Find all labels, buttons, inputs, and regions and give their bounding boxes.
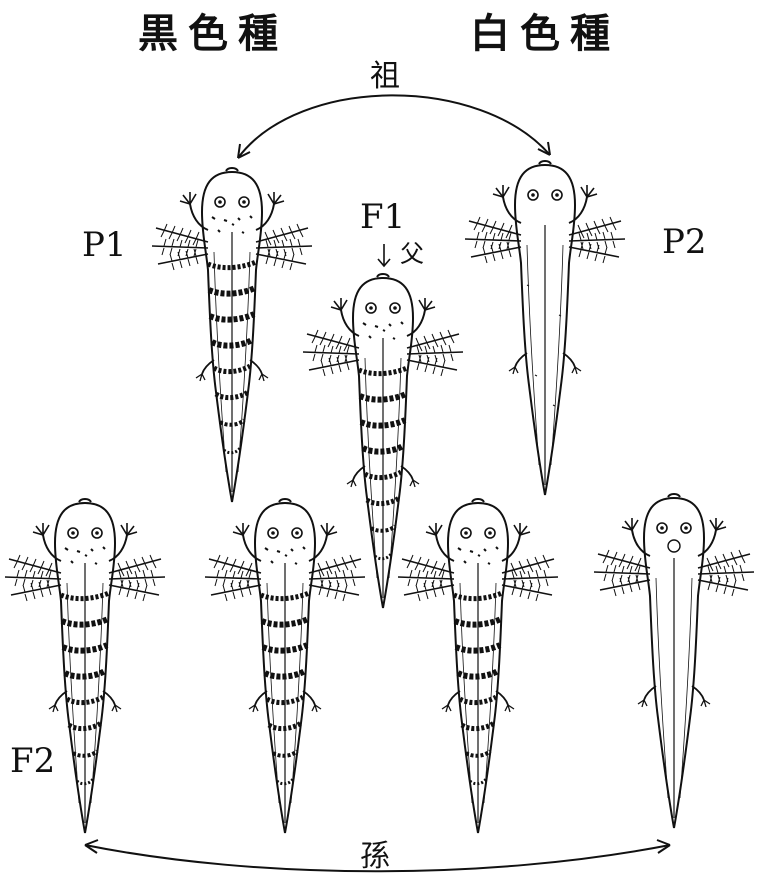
f1-arrow: [378, 244, 390, 266]
p1-label: P1: [82, 228, 127, 262]
p2-label: P2: [662, 225, 707, 259]
f2-black-axolotl-2: [205, 499, 365, 833]
f2-label: F2: [10, 744, 55, 778]
f1-label: F1: [360, 200, 405, 234]
f1-black-axolotl: [303, 274, 463, 608]
f2-white-axolotl: [594, 494, 754, 828]
grandchild-label: 孫: [360, 842, 390, 872]
f2-black-axolotl-1: [5, 499, 165, 833]
p2-white-axolotl: [465, 161, 625, 495]
f2-black-axolotl-3: [398, 499, 558, 833]
ancestor-label: 祖: [370, 62, 400, 92]
black-variety-header: 黒色種: [138, 14, 288, 54]
father-label: 父: [400, 242, 424, 266]
white-variety-header: 白色種: [470, 14, 620, 54]
ancestor-arrow: [238, 95, 550, 158]
p1-black-axolotl: [152, 168, 312, 502]
